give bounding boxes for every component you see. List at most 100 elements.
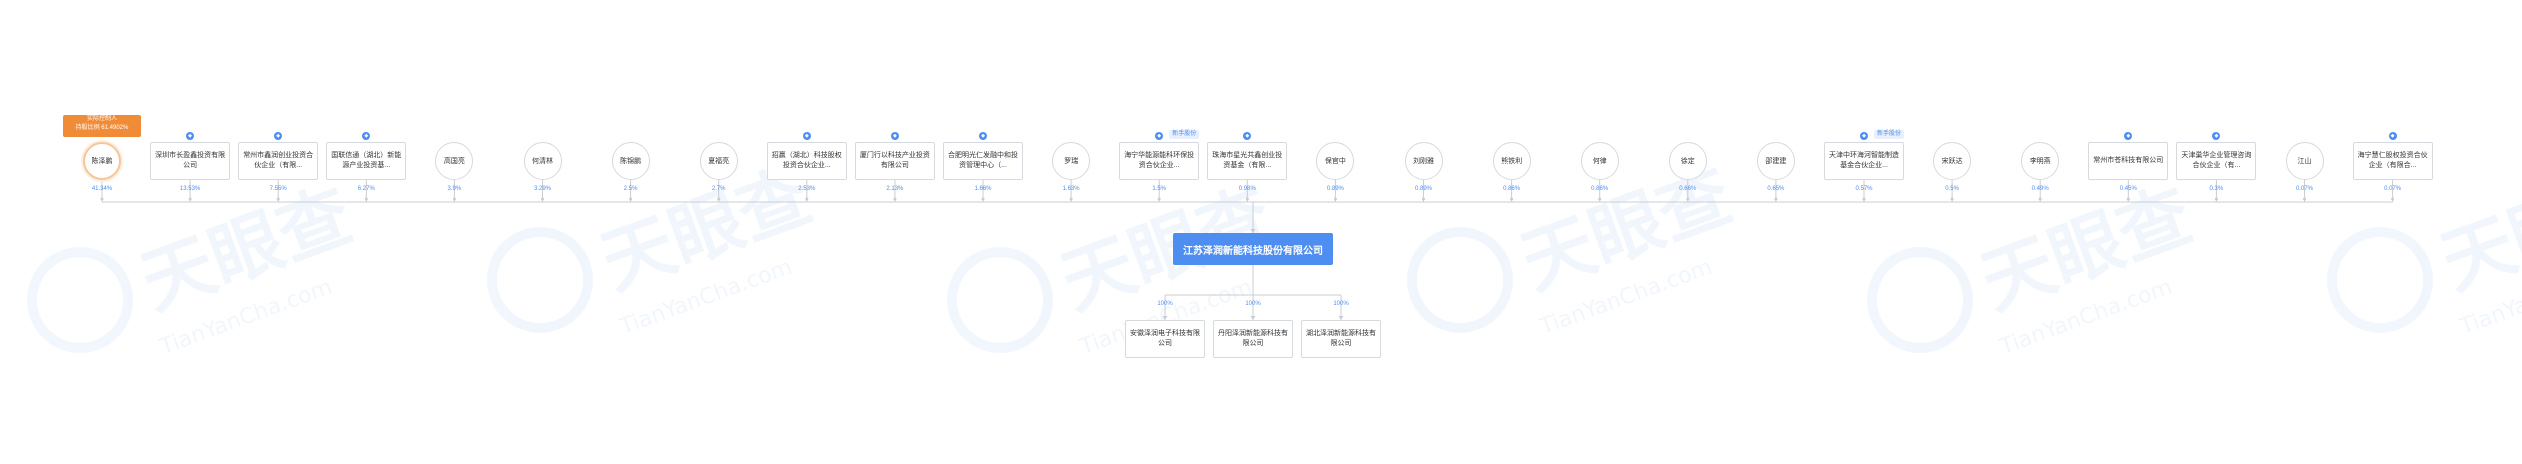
shareholder-person[interactable]: 邵建建 <box>1756 142 1795 180</box>
company-logo-icon: ◆ <box>1155 132 1164 140</box>
subsidiary-company[interactable]: 湖北泽润新能源科技有限公司 <box>1301 320 1381 358</box>
svg-text:TianYanCha.com: TianYanCha.com <box>1536 255 1715 341</box>
connector-dot-icon <box>276 197 280 201</box>
shareholder-name: 李明燕 <box>2029 157 2051 165</box>
shareholder-person[interactable]: 夏福亮 <box>699 142 738 180</box>
shareholder-company[interactable]: 常州市鑫润创业投资合伙企业（有限... <box>238 142 319 180</box>
connector-dot-icon <box>1510 197 1514 201</box>
connector-dot-icon <box>1422 197 1425 201</box>
subsidiary-percentage: 100% <box>1157 301 1173 307</box>
shareholder-name: 何律 <box>1592 157 1607 165</box>
shareholder-tag: 新手股份 <box>1874 130 1905 139</box>
company-logo-icon: ◆ <box>362 132 371 140</box>
shareholder-name: 合肥明光仁发融中和投资管理中心（... <box>948 152 1018 169</box>
shareholder-percentage: 2.13% <box>886 186 904 192</box>
svg-text:TianYanCha.com: TianYanCha.com <box>156 275 335 361</box>
connector-dot-icon <box>100 197 104 201</box>
shareholder-name: 徐定 <box>1680 157 1695 165</box>
badge-title: 实际控制人 <box>86 116 117 122</box>
connector-dot-icon <box>1333 197 1337 201</box>
connector-dot-icon <box>629 197 633 201</box>
subsidiary-company[interactable]: 丹阳泽润新能源科技有限公司 <box>1213 320 1293 358</box>
shareholder-percentage: 0.07% <box>2295 186 2313 192</box>
shareholder-name: 海宁华能源能科环保投资合伙企业... <box>1124 152 1195 169</box>
shareholder-tag: 新手股份 <box>1169 130 1200 139</box>
shareholder-company[interactable]: 国联信通（湖北）新能源产业投资基... <box>326 142 407 180</box>
connector-dot-icon <box>2391 197 2395 201</box>
company-logo-icon: ◆ <box>979 132 987 140</box>
shareholder-percentage: 1.63% <box>1062 186 1080 192</box>
shareholder-company[interactable]: 合肥明光仁发融中和投资管理中心（... <box>943 142 1023 180</box>
connector-dot-icon <box>1774 197 1778 201</box>
shareholder-person[interactable]: 罗瑞 <box>1052 142 1091 180</box>
shareholder-percentage: 7.55% <box>269 186 287 192</box>
company-logo-icon: ◆ <box>186 132 195 140</box>
shareholder-name: 常州市鑫润创业投资合伙企业（有限... <box>243 152 314 169</box>
subsidiary-name: 安徽泽润电子科技有限公司 <box>1130 330 1200 347</box>
connector-dot-icon <box>1245 197 1249 201</box>
shareholder-person[interactable]: 宋跃达 <box>1933 142 1972 180</box>
shareholder-company[interactable]: 厦门行以科技产业投资有限公司 <box>854 142 935 180</box>
company-logo-icon: ◆ <box>802 132 811 140</box>
shareholder-person[interactable]: 熊铁利 <box>1492 142 1531 180</box>
shareholder-person[interactable]: 徐定 <box>1668 142 1707 180</box>
connector-dot-icon <box>2214 197 2218 201</box>
shareholder-company[interactable]: 深圳市长盈鑫投资有限公司 <box>150 142 231 180</box>
shareholder-person[interactable]: 何律 <box>1580 142 1619 180</box>
connector-dot-icon <box>2038 197 2042 201</box>
shareholder-name: 邵建建 <box>1765 157 1787 165</box>
shareholder-name: 罗瑞 <box>1064 157 1079 165</box>
company-logo-icon: ◆ <box>274 132 283 140</box>
shareholder-name: 海宁慧仁股权投资合伙企业（有限合... <box>2357 152 2428 169</box>
shareholder-person[interactable]: 江山 <box>2285 142 2324 180</box>
company-logo-icon: ◆ <box>1860 132 1868 140</box>
center-company[interactable]: 江苏泽润新能科技股份有限公司 <box>1173 233 1333 265</box>
shareholder-company[interactable]: 常州市苍科技有限公司 <box>2088 142 2169 180</box>
shareholder-person[interactable]: 保官中 <box>1316 142 1355 180</box>
subsidiary-name: 湖北泽润新能源科技有限公司 <box>1306 330 1376 347</box>
shareholder-person[interactable]: 李明燕 <box>2021 142 2060 180</box>
svg-text:天眼查: 天眼查 <box>131 173 363 326</box>
shareholder-company[interactable]: 招赢（湖北）科技股权投资合伙企业... <box>766 142 847 180</box>
shareholder-percentage: 0.07% <box>2384 186 2402 192</box>
connector-dot-icon <box>805 197 809 201</box>
shareholder-percentage: 2.7% <box>711 186 726 192</box>
shareholder-name: 保官中 <box>1324 157 1346 165</box>
shareholder-percentage: 0.45% <box>2119 186 2137 192</box>
shareholder-percentage: 0.66% <box>1679 186 1697 192</box>
shareholder-person[interactable]: 陈锦鹏 <box>611 142 650 180</box>
shareholder-percentage: 0.65% <box>1767 186 1785 192</box>
shareholder-company[interactable]: 天津中环海河智能制造基金合伙企业... <box>1824 142 1904 180</box>
shareholder-person[interactable]: 陈泽鹏 <box>83 142 121 180</box>
shareholder-person[interactable]: 何清林 <box>523 142 562 180</box>
connector-dot-icon <box>188 197 192 201</box>
shareholder-percentage: 0.86% <box>1591 186 1609 192</box>
shareholder-name: 夏福亮 <box>708 157 730 165</box>
shareholder-name: 陈泽鹏 <box>91 157 113 165</box>
subsidiary-name: 丹阳泽润新能源科技有限公司 <box>1218 330 1288 347</box>
company-logo-icon: ◆ <box>1243 132 1252 140</box>
shareholder-percentage: 0.89% <box>1326 186 1344 192</box>
shareholder-percentage: 0.89% <box>1414 186 1432 192</box>
connector-dot-icon <box>893 197 897 201</box>
shareholder-person[interactable]: 高国亮 <box>435 142 474 180</box>
shareholder-name: 厦门行以科技产业投资有限公司 <box>859 152 930 169</box>
connector-dot-icon <box>717 197 721 201</box>
shareholder-person[interactable]: 刘刚雅 <box>1404 142 1443 180</box>
shareholder-company[interactable]: 海宁华能源能科环保投资合伙企业... <box>1119 142 1200 180</box>
shareholder-percentage: 3.9% <box>447 186 462 192</box>
subsidiary-company[interactable]: 安徽泽润电子科技有限公司 <box>1125 320 1205 358</box>
shareholder-company[interactable]: 天津巢华企业管理咨询合伙企业（有... <box>2176 142 2257 180</box>
shareholder-name: 熊铁利 <box>1501 157 1523 165</box>
shareholder-percentage: 0.98% <box>1238 186 1256 192</box>
shareholder-name: 天津巢华企业管理咨询合伙企业（有... <box>2181 152 2252 169</box>
shareholder-name: 国联信通（湖北）新能源产业投资基... <box>331 152 402 169</box>
shareholder-company[interactable]: 珠海市星光共鑫创业投资基金（有限... <box>1207 142 1288 180</box>
shareholder-percentage: 13.53% <box>179 186 201 192</box>
connector-dot-icon <box>452 197 456 201</box>
connector-dot-icon <box>1598 197 1602 201</box>
shareholder-company[interactable]: 海宁慧仁股权投资合伙企业（有限合... <box>2352 142 2433 180</box>
